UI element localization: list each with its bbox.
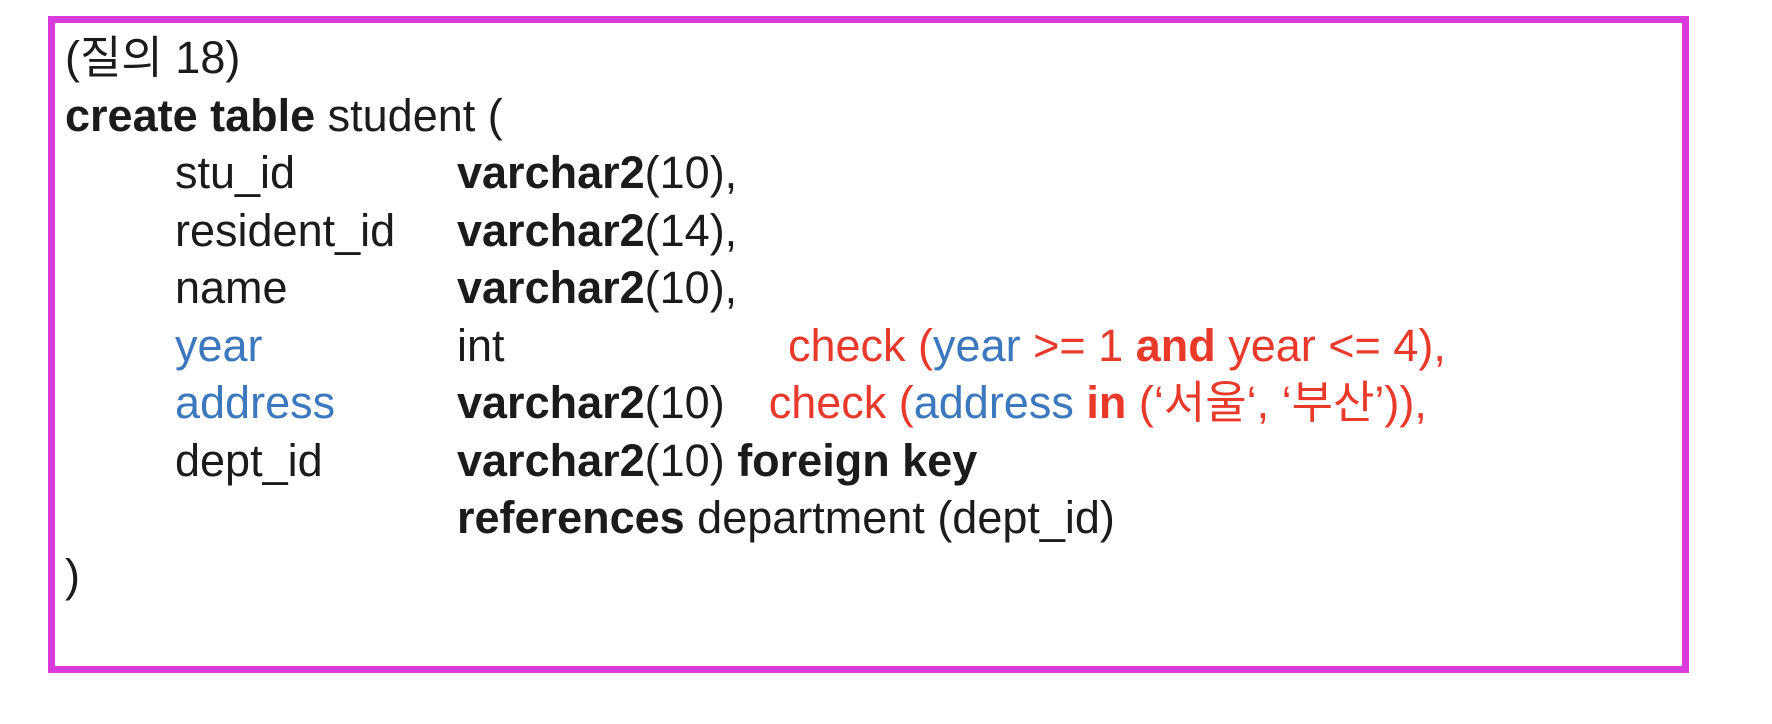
create-table-line-seg-0: create table bbox=[65, 89, 316, 141]
column-year-line-seg-2: int bbox=[457, 319, 505, 371]
column-stu-id-line: stu_id varchar2(10), bbox=[65, 144, 1682, 202]
column-year-line-seg-5: >= 1 bbox=[1020, 319, 1136, 371]
column-dept-id-line-seg-1: dept_id bbox=[175, 434, 323, 486]
column-name-line: name varchar2(10), bbox=[65, 259, 1682, 317]
column-dept-id-line-seg-2: varchar2 bbox=[457, 434, 645, 486]
column-address-line-seg-6: address bbox=[913, 377, 1074, 428]
column-stu-id-line-seg-1: stu_id bbox=[175, 147, 296, 198]
references-line: references department (dept_id) bbox=[65, 489, 1682, 547]
create-table-line: create table student ( bbox=[65, 87, 1682, 145]
column-address-line-seg-7 bbox=[1074, 374, 1087, 432]
column-address-line-seg-5: check ( bbox=[768, 377, 914, 428]
column-year-line-seg-4: year bbox=[933, 319, 1021, 371]
column-address-line-seg-2: varchar2 bbox=[457, 377, 645, 428]
column-resident-id-line-seg-1: resident_id bbox=[175, 204, 396, 256]
query-label-line: (질의 18) bbox=[65, 29, 1682, 87]
create-table-line-seg-1: student ( bbox=[315, 89, 503, 141]
column-resident-id-line-seg-3: (14), bbox=[644, 204, 738, 256]
column-address-line-seg-9: (‘서울‘, ‘부산’)), bbox=[1126, 377, 1427, 428]
column-name-line-seg-1: name bbox=[175, 262, 288, 313]
column-stu-id-line-seg-3: (10), bbox=[644, 147, 738, 198]
column-year-line-seg-3: check ( bbox=[788, 319, 934, 371]
references-line-seg-3: department (dept_id) bbox=[684, 492, 1115, 543]
column-dept-id-line-seg-4: foreign key bbox=[737, 434, 978, 486]
column-year-line-seg-7: year <= 4), bbox=[1215, 319, 1446, 371]
column-resident-id-line: resident_id varchar2(14), bbox=[65, 202, 1682, 260]
column-resident-id-line-seg-2: varchar2 bbox=[457, 204, 645, 256]
column-year-line-seg-6: and bbox=[1135, 319, 1216, 371]
column-dept-id-line: dept_id varchar2(10) foreign key bbox=[65, 432, 1682, 490]
column-dept-id-line-seg-3: (10) bbox=[644, 434, 738, 486]
closing-paren-line-seg-0: ) bbox=[65, 549, 80, 601]
column-name-line-seg-2: varchar2 bbox=[457, 262, 645, 313]
closing-paren-line: ) bbox=[65, 547, 1682, 605]
references-line-seg-2: references bbox=[457, 492, 685, 543]
column-address-line-seg-8: in bbox=[1086, 377, 1127, 428]
column-year-line-seg-1: year bbox=[175, 319, 263, 371]
query-label-line-seg-0: (질의 18) bbox=[65, 32, 241, 83]
column-stu-id-line-seg-2: varchar2 bbox=[457, 147, 645, 198]
column-address-line-seg-3: (10) bbox=[644, 377, 725, 428]
column-address-line-seg-1: address bbox=[175, 377, 336, 428]
column-name-line-seg-3: (10), bbox=[644, 262, 738, 313]
